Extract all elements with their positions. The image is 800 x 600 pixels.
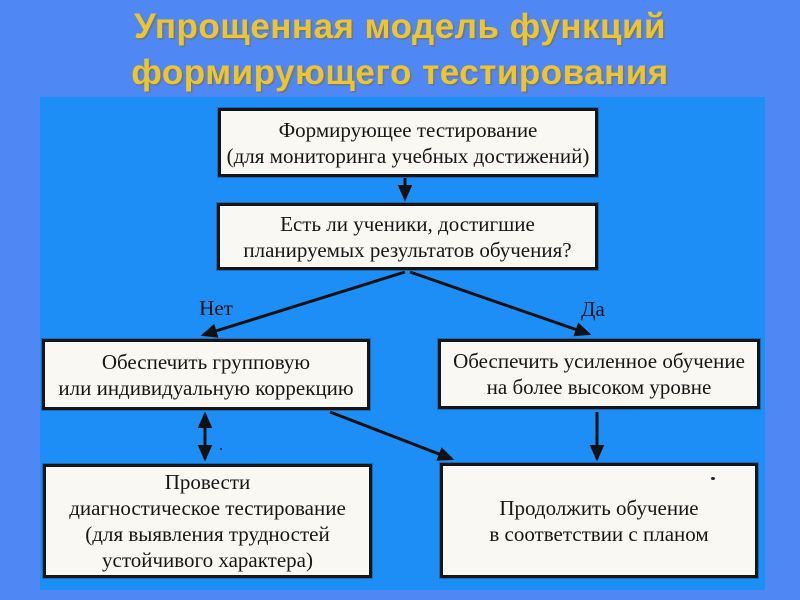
slide-title-line-1: Упрощенная модель функций bbox=[133, 7, 667, 46]
flow-box-group-correction: Обеспечить групповую или индивидуальную … bbox=[42, 339, 370, 410]
scan-artifact-speck bbox=[220, 448, 222, 450]
flow-box-question-achieved: Есть ли ученики, достигшие планируемых р… bbox=[217, 203, 598, 270]
branch-label-yes: Да bbox=[581, 297, 605, 321]
scan-artifact-dot bbox=[711, 477, 715, 480]
flow-box-formative-testing: Формирующее тестирование (для мониторинг… bbox=[218, 108, 598, 177]
slide-title: Упрощенная модель функций формирующего т… bbox=[0, 4, 800, 96]
slide-title-line-2: формирующего тестирования bbox=[131, 53, 669, 92]
flow-box-enhanced-learning: Обеспечить усиленное обучение на более в… bbox=[438, 339, 760, 409]
flow-box-diagnostic-testing: Провести диагностическое тестирование (д… bbox=[43, 464, 372, 578]
branch-label-no: Нет bbox=[199, 296, 233, 320]
flow-box-continue-plan: Продолжить обучение в соответствии с пла… bbox=[440, 463, 758, 578]
